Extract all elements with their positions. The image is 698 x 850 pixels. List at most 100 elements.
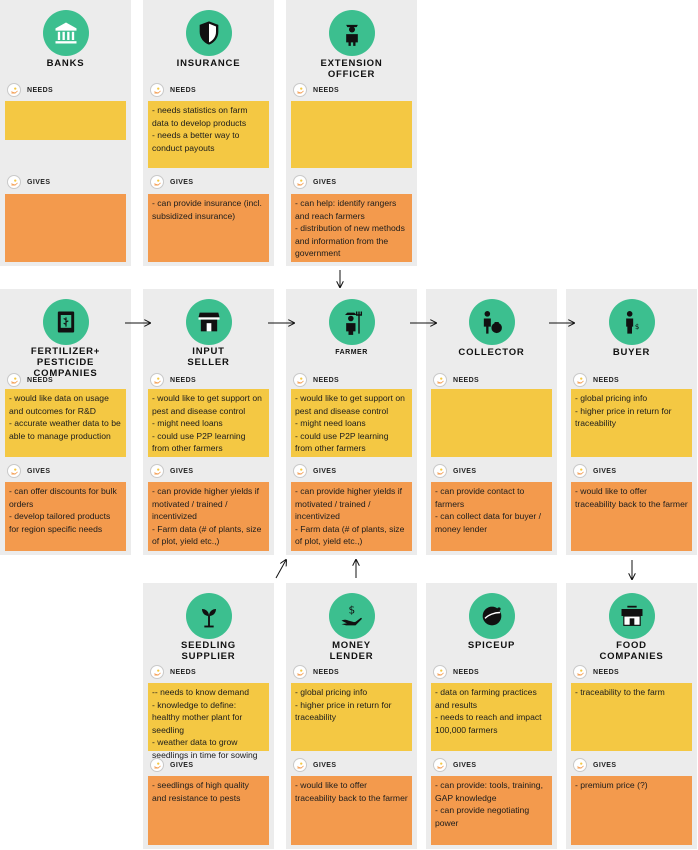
title-line: COMPANIES <box>599 651 664 662</box>
gives-label-text: GIVES <box>170 761 194 769</box>
gives-box: - would like to offer traceability back … <box>571 482 692 551</box>
gives-box: - can provide higher yields if motivated… <box>291 482 412 551</box>
needs-label: NEEDS <box>573 665 619 679</box>
card-title: COLLECTOR <box>426 347 557 358</box>
title-line: FERTILIZER+ <box>30 346 101 357</box>
gives-box: - seedlings of high quality and resistan… <box>148 776 269 845</box>
needs-label-text: NEEDS <box>313 668 340 676</box>
gives-item: - can offer discounts for bulk orders <box>9 486 120 509</box>
gives-label: GIVES <box>573 758 616 772</box>
giving-hand-icon <box>573 665 587 679</box>
needs-label-text: NEEDS <box>313 376 340 384</box>
needs-label-text: NEEDS <box>170 86 197 94</box>
gives-label-text: GIVES <box>453 761 477 769</box>
title-line: SPICEUP <box>467 640 516 651</box>
needs-label: NEEDS <box>150 373 196 387</box>
needs-label-text: NEEDS <box>593 668 620 676</box>
needs-label-text: NEEDS <box>453 376 480 384</box>
needs-box <box>5 101 126 140</box>
giving-hand-icon <box>573 758 587 772</box>
needs-label: NEEDS <box>150 665 196 679</box>
giving-hand-icon <box>433 464 447 478</box>
bank-icon <box>42 10 89 56</box>
needs-item: - needs statistics on farm data to devel… <box>152 105 250 128</box>
gives-label: GIVES <box>7 464 50 478</box>
gives-box <box>5 194 126 262</box>
needs-item: - global pricing info <box>575 393 648 403</box>
gives-item: - can provide higher yields if motivated… <box>295 486 405 521</box>
title-line: COLLECTOR <box>458 347 525 358</box>
gives-label-text: GIVES <box>593 467 617 475</box>
giving-hand-icon <box>573 373 587 387</box>
title-line: EXTENSION <box>320 58 383 69</box>
gives-item: - can provide: tools, training, GAP know… <box>435 780 546 803</box>
gives-label: GIVES <box>150 175 193 189</box>
seedling-icon <box>185 593 232 639</box>
title-line: SEEDLING <box>181 640 236 651</box>
farmer-icon <box>328 299 375 345</box>
gives-label: GIVES <box>293 464 336 478</box>
gives-label: GIVES <box>293 175 336 189</box>
giving-hand-icon <box>150 665 164 679</box>
title-line: SUPPLIER <box>181 651 236 662</box>
giving-hand-icon <box>150 83 164 97</box>
needs-box: - global pricing info - higher price in r… <box>291 683 412 751</box>
gives-item: - would like to offer traceability back … <box>295 780 408 803</box>
title-line: BANKS <box>46 58 85 69</box>
gives-item: - Farm data (# of plants, size of plot, … <box>295 523 407 547</box>
shield-icon <box>185 10 232 56</box>
needs-item: - would like to get support on pest and … <box>295 393 408 416</box>
buyer-icon: $ <box>608 299 655 345</box>
gives-label-text: GIVES <box>170 467 194 475</box>
giving-hand-icon <box>293 665 307 679</box>
needs-item: - data on farming practices and results <box>435 687 540 710</box>
giving-hand-icon <box>150 464 164 478</box>
needs-box: - would like data on usage and outcomes … <box>5 389 126 457</box>
needs-item: - global pricing info <box>295 687 368 697</box>
gives-label-text: GIVES <box>313 761 337 769</box>
giving-hand-icon <box>293 83 307 97</box>
needs-item: - could use P2P learning from other farm… <box>152 430 248 454</box>
needs-box: - traceability to the farm <box>571 683 692 751</box>
needs-item: - knowledge to define: healthy mother pl… <box>152 699 245 735</box>
gives-label-text: GIVES <box>453 467 477 475</box>
needs-label: NEEDS <box>293 665 339 679</box>
gives-label-text: GIVES <box>593 761 617 769</box>
needs-item: - accurate weather data to be able to ma… <box>9 418 124 441</box>
needs-item: - might need loans <box>152 418 223 428</box>
giving-hand-icon <box>7 83 21 97</box>
needs-label: NEEDS <box>573 373 619 387</box>
title-line: BUYER <box>612 347 651 358</box>
gives-label-text: GIVES <box>170 178 194 186</box>
spiceup-logo-icon <box>468 593 515 639</box>
needs-box <box>291 101 412 168</box>
needs-label-text: NEEDS <box>453 668 480 676</box>
gives-label: GIVES <box>433 464 476 478</box>
giving-hand-icon <box>150 373 164 387</box>
needs-label: NEEDS <box>293 83 339 97</box>
needs-item: - traceability to the farm <box>575 687 665 697</box>
gives-label: GIVES <box>573 464 616 478</box>
card-title: BUYER <box>566 347 697 358</box>
needs-label: NEEDS <box>433 665 479 679</box>
needs-item: - needs a better way to conduct payouts <box>152 130 242 153</box>
gives-item: - Farm data (# of plants, size of plot, … <box>152 523 264 547</box>
title-line: MONEY <box>332 640 371 651</box>
gives-box: - can provide: tools, training, GAP know… <box>431 776 552 845</box>
needs-item: - needs to reach and impact 100,000 farm… <box>435 712 544 735</box>
gives-label: GIVES <box>433 758 476 772</box>
needs-box: - would like to get support on pest and … <box>148 389 269 457</box>
giving-hand-icon <box>293 373 307 387</box>
needs-item: - higher price in return for traceabilit… <box>295 699 394 723</box>
giving-hand-icon <box>433 665 447 679</box>
gives-item: - develop tailored products for region s… <box>9 511 113 534</box>
gives-item: - can provide negotiating power <box>435 805 532 828</box>
